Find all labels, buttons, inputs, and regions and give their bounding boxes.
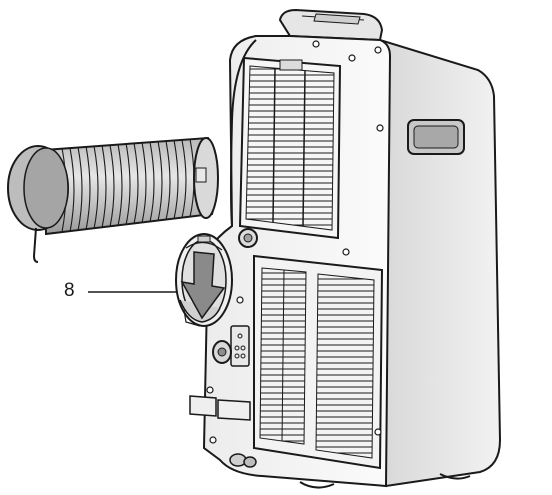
unit-side-panel <box>378 38 502 488</box>
insert-direction-arrow <box>180 251 226 320</box>
caster-wheel <box>299 481 335 489</box>
exhaust-hose <box>7 136 219 263</box>
screws <box>206 40 384 444</box>
power-inlet <box>229 453 257 468</box>
lower-openings <box>189 395 251 421</box>
callout-number-8: 8 <box>64 280 75 301</box>
air-conditioner-unit <box>189 8 502 489</box>
connector-panel <box>230 325 250 367</box>
